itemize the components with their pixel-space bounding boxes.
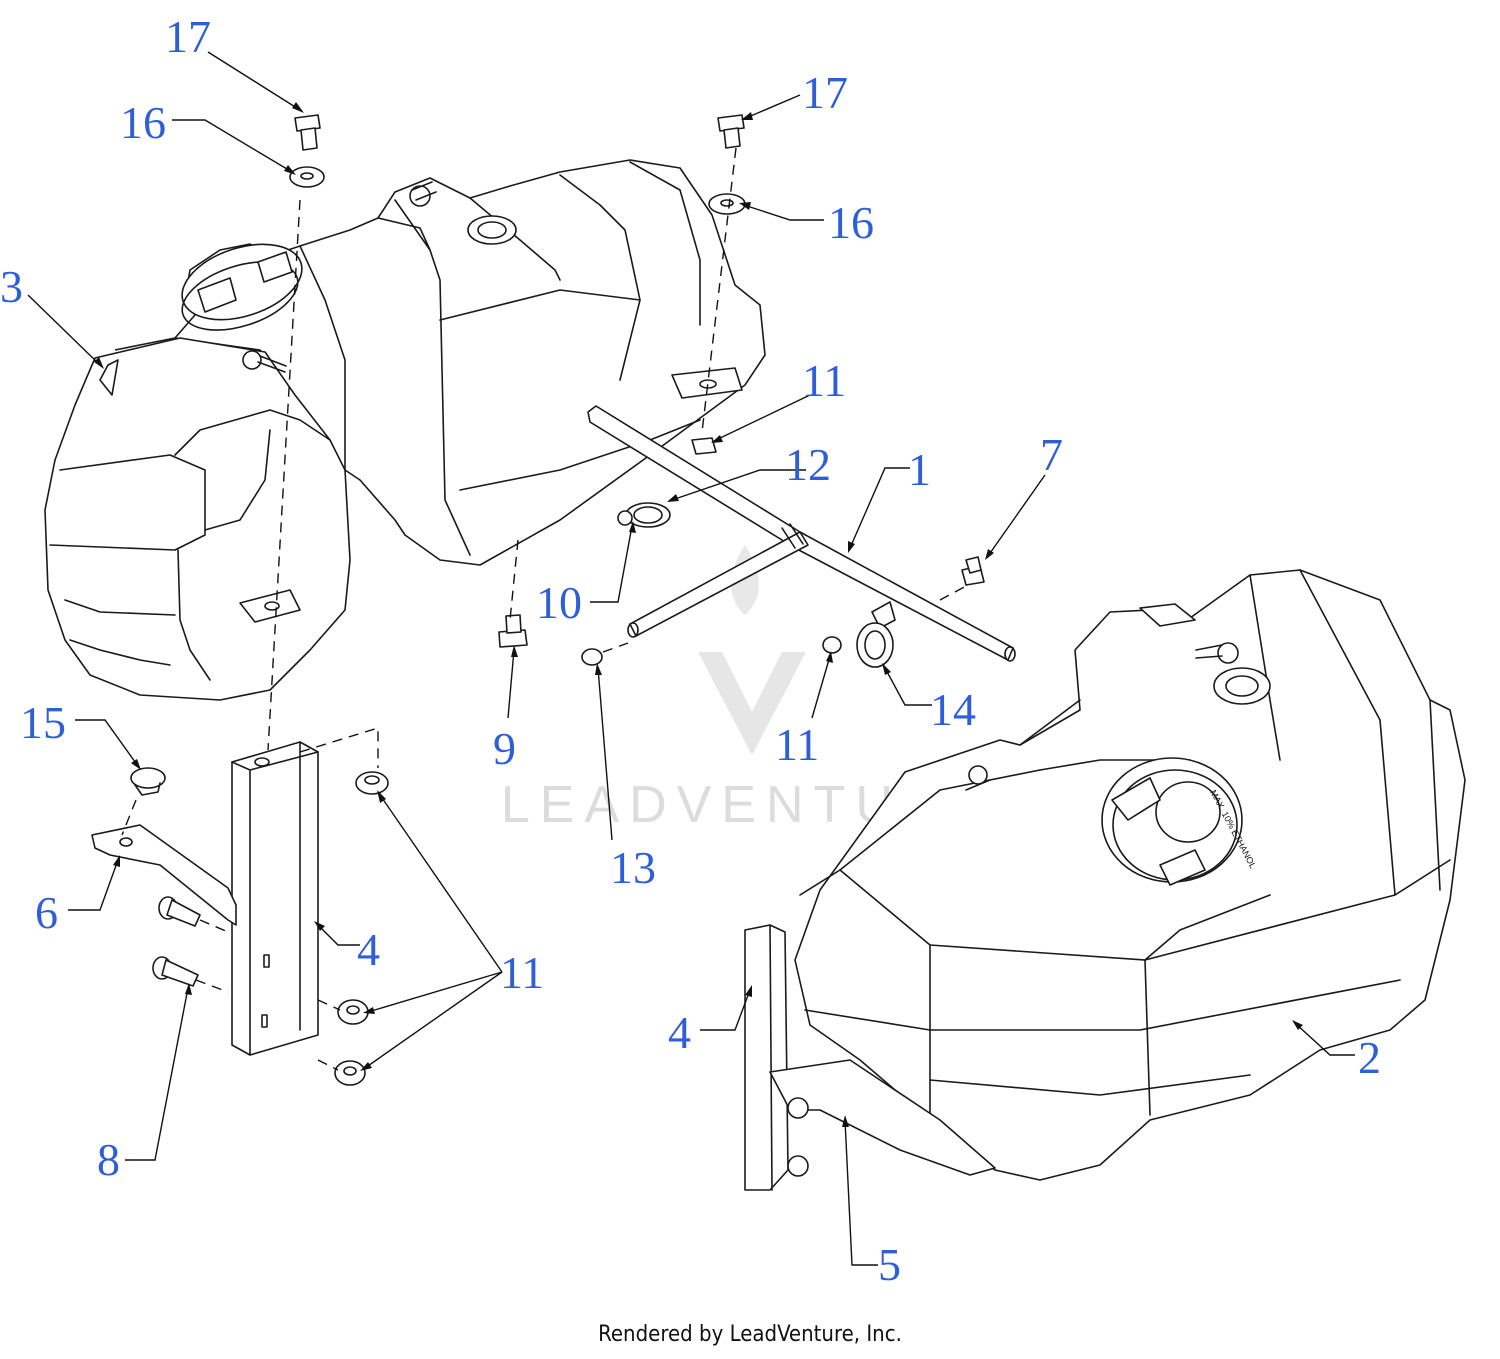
- callout-11-bottom: 11: [500, 947, 544, 998]
- fuel-line: [587, 405, 1016, 662]
- render-credit: Rendered by LeadVenture, Inc.: [598, 1322, 902, 1347]
- callout-3: 3: [0, 261, 23, 312]
- callout-16-right: 16: [828, 197, 874, 248]
- fitting-9: [498, 614, 528, 648]
- callout-17-right: 17: [802, 67, 848, 118]
- bolt-7: [961, 556, 985, 586]
- bolt-17-right: [717, 114, 745, 149]
- clamp-13: [581, 648, 603, 666]
- callout-10: 10: [536, 577, 582, 628]
- callout-2: 2: [1358, 1032, 1381, 1083]
- callout-15: 15: [20, 697, 66, 748]
- callout-8: 8: [97, 1134, 120, 1185]
- fuel-tank-right: MAX. 10% ETHANOL: [794, 569, 1466, 1181]
- callout-17-left: 17: [165, 11, 211, 62]
- clamp-14: [856, 601, 896, 668]
- bolts-8: [152, 896, 201, 987]
- callout-11-top: 11: [802, 355, 846, 406]
- bracket-right: [744, 924, 996, 1191]
- callout-4-left: 4: [357, 924, 380, 975]
- callout-5: 5: [878, 1239, 901, 1290]
- washer-16-left: [289, 166, 325, 188]
- assembly-dashes: [121, 147, 969, 1071]
- bracket-left: [91, 741, 319, 1056]
- nut-11-center: [691, 437, 842, 654]
- washer-16-right: [708, 193, 746, 215]
- clamp-12: [617, 502, 671, 528]
- leaders: [27, 51, 1355, 1266]
- bolt-17-left: [294, 114, 321, 151]
- callout-labels: 17 16 3 17 16 11 12 1 7 10 9 13 11 14 15…: [0, 11, 1381, 1290]
- callout-4-right: 4: [668, 1007, 691, 1058]
- fuel-tank-left: [44, 159, 766, 701]
- callout-13: 13: [610, 842, 656, 893]
- plug-15: [130, 767, 166, 796]
- callout-16-left: 16: [120, 97, 166, 148]
- callout-9: 9: [493, 723, 516, 774]
- callout-11-middle: 11: [775, 719, 819, 770]
- callout-1: 1: [908, 444, 931, 495]
- callout-7: 7: [1040, 429, 1063, 480]
- callout-6: 6: [35, 887, 58, 938]
- callout-14: 14: [930, 684, 976, 735]
- nut-11-bracket: [334, 771, 389, 1086]
- callout-12: 12: [785, 439, 831, 490]
